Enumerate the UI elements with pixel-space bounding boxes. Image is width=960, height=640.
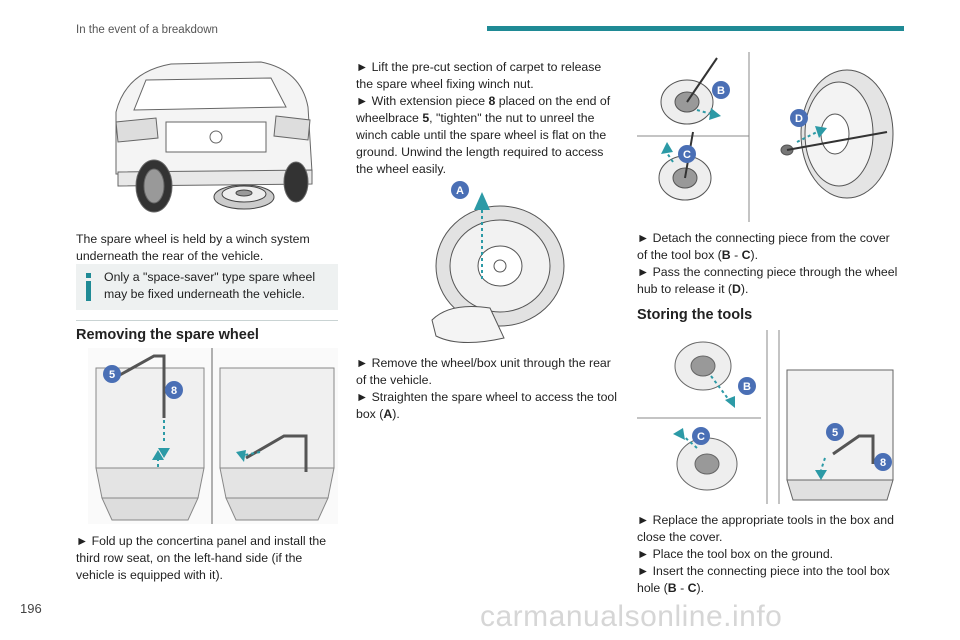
straighten-ref-a: A: [383, 407, 393, 421]
page-number: 196: [20, 601, 42, 616]
store-label-c-badge: C: [697, 431, 705, 443]
pass-text-2: ).: [740, 282, 749, 296]
fold-panel-text: ► Fold up the concertina panel and insta…: [76, 534, 327, 582]
insert-text-2: ).: [696, 581, 704, 595]
label-d-badge: D: [795, 113, 803, 125]
straighten-text-1: ► Straighten the spare wheel to access t…: [356, 390, 617, 421]
suv-rear-spare-wheel-illustration: [76, 52, 338, 220]
info-note-text: Only a "space-saver" type spare wheel ma…: [104, 270, 316, 301]
ext-ref-8: 8: [488, 94, 496, 108]
label-8-badge: 8: [171, 385, 177, 397]
boot-extension-illustration: 5 8: [88, 348, 338, 524]
ext-ref-5: 5: [422, 111, 430, 125]
pass-ref-d: D: [732, 282, 741, 296]
ext-text-1: ► With extension piece: [356, 94, 489, 108]
detach-ref-c: C: [741, 248, 751, 262]
label-a-badge: A: [456, 185, 464, 197]
header-title: In the event of a breakdown: [76, 24, 218, 36]
insert-ref-b: B: [667, 581, 677, 595]
label-5-badge: 5: [109, 369, 115, 381]
winch-system-text: The spare wheel is held by a winch syste…: [76, 232, 310, 263]
connecting-piece-detach-illustration: B C D: [637, 52, 899, 222]
detach-text-2: ).: [750, 248, 758, 262]
storing-tools-illustration: B C 5 8: [637, 330, 899, 504]
extension-wheelbrace-text: ► With extension piece 8 placed on the e…: [356, 93, 618, 178]
section-divider: [76, 320, 338, 321]
ext-text-3: , "tighten" the nut to unreel the winch …: [356, 111, 607, 176]
replace-tools-text: ► Replace the appropriate tools in the b…: [637, 513, 894, 544]
label-b-badge: B: [717, 85, 725, 97]
spare-wheel-tool-box-illustration: A: [420, 180, 570, 350]
detach-sep: -: [730, 248, 742, 262]
lift-carpet-text: ► Lift the pre-cut section of carpet to …: [356, 60, 602, 91]
store-label-b-badge: B: [743, 381, 751, 393]
ext-text-2: placed on the end of wheelbrace: [356, 94, 611, 125]
pass-piece-text: ► Pass the connecting piece through the …: [637, 264, 899, 298]
label-c-badge: C: [683, 149, 691, 161]
insert-ref-c: C: [687, 581, 697, 595]
detach-piece-text: ► Detach the connecting piece from the c…: [637, 230, 899, 264]
heading-storing-tools: Storing the tools: [637, 307, 753, 323]
store-label-5-badge: 5: [832, 427, 838, 439]
detach-ref-b: B: [721, 248, 731, 262]
watermark: carmanualsonline.info: [480, 600, 783, 633]
header-accent-bar: [487, 26, 904, 31]
place-toolbox-text: ► Place the tool box on the ground.: [637, 547, 834, 561]
heading-removing-spare-wheel: Removing the spare wheel: [76, 327, 259, 343]
remove-wheel-text: ► Remove the wheel/box unit through the …: [356, 356, 611, 387]
insert-sep: -: [676, 581, 688, 595]
straighten-text-2: ).: [392, 407, 400, 421]
info-icon: [86, 273, 91, 301]
straighten-wheel-text: ► Straighten the spare wheel to access t…: [356, 389, 618, 423]
pass-text-1: ► Pass the connecting piece through the …: [637, 265, 898, 296]
info-note: Only a "space-saver" type spare wheel ma…: [76, 264, 338, 310]
store-label-8-badge: 8: [880, 457, 886, 469]
detach-text-1: ► Detach the connecting piece from the c…: [637, 231, 890, 262]
insert-piece-text: ► Insert the connecting piece into the t…: [637, 563, 899, 597]
insert-text-1: ► Insert the connecting piece into the t…: [637, 564, 890, 595]
